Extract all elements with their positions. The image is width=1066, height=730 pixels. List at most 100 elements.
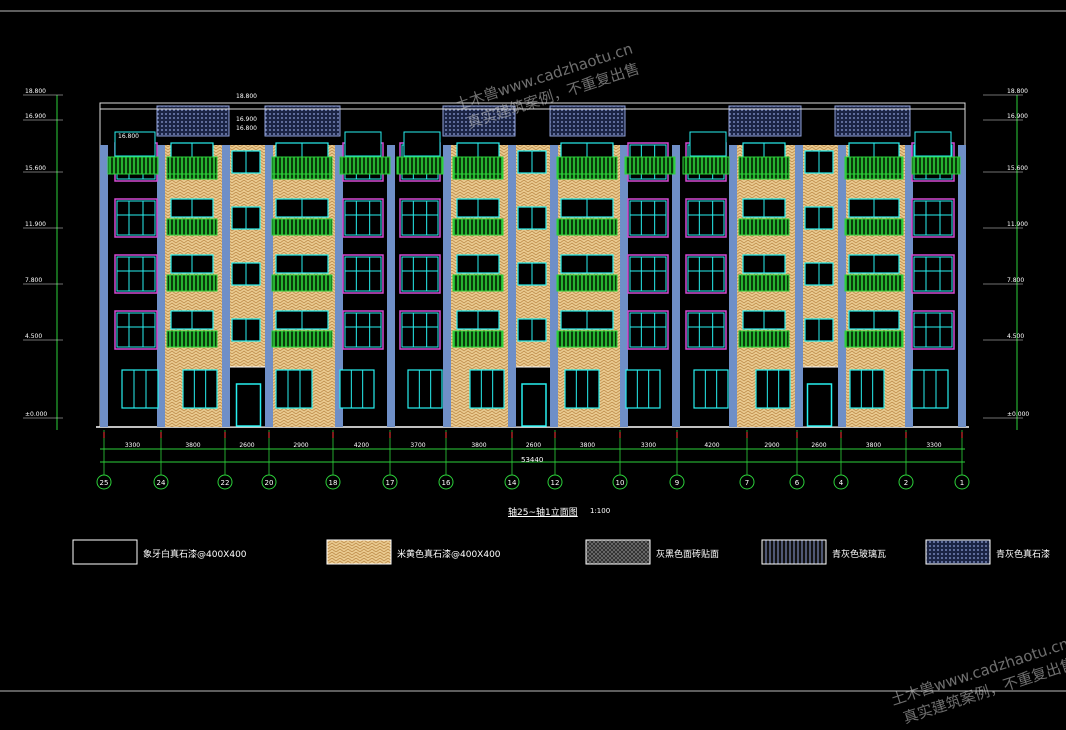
axis-label: 17	[386, 479, 395, 487]
wall-column	[443, 145, 451, 427]
axis-bubble	[547, 474, 563, 490]
balcony-railing	[911, 156, 961, 175]
axis-label: 18	[329, 479, 338, 487]
axis-bubble	[261, 474, 277, 490]
balcony-railing	[624, 156, 676, 175]
drawing-caption: 轴25~轴1立面图	[508, 508, 578, 518]
legend-label: 灰黑色面砖贴面	[656, 548, 719, 560]
top-window	[403, 131, 441, 157]
balcony-railing	[738, 274, 790, 292]
window-glass	[913, 256, 953, 292]
window-glass	[629, 312, 667, 348]
roof-elevation: 18.800	[236, 93, 257, 100]
window-glass	[344, 200, 382, 236]
span-dimension: 3800	[866, 442, 881, 449]
wall-column	[905, 145, 913, 427]
balcony-railing	[844, 156, 904, 175]
balcony-railing	[166, 330, 218, 348]
entrance-door	[228, 366, 269, 428]
axis-label: 7	[745, 479, 749, 487]
window-glass	[401, 256, 439, 292]
window-frame	[342, 198, 384, 238]
window-frame	[911, 310, 955, 350]
window-glass	[629, 200, 667, 236]
axis-bubble	[833, 474, 849, 490]
span-dimension: 3300	[125, 442, 140, 449]
roof-tile-block	[264, 105, 341, 137]
roof-tile-block	[442, 105, 516, 137]
axis-bubble	[438, 474, 454, 490]
entrance-door	[799, 366, 840, 428]
top-window	[344, 131, 382, 157]
roof-elevation: 16.800	[236, 125, 257, 132]
roof-tile-block	[834, 105, 911, 137]
ground-window	[755, 369, 791, 409]
axis-bubble	[789, 474, 805, 490]
axis-bubble	[898, 474, 914, 490]
elevation-value: 11.900	[1007, 221, 1028, 228]
window-glass	[687, 200, 725, 236]
roof-tile-block	[728, 105, 802, 137]
elevation-value: 4.500	[1007, 333, 1024, 340]
balcony-railing	[271, 330, 333, 348]
ground-window	[121, 369, 159, 409]
legend-swatch	[585, 539, 651, 565]
balcony-railing	[556, 274, 618, 292]
window-glass	[116, 200, 156, 236]
span-dimension: 2600	[811, 442, 826, 449]
balcony-railing	[452, 330, 504, 348]
axis-bubble	[382, 474, 398, 490]
entrance-door	[513, 366, 555, 428]
span-dimension: 4200	[704, 442, 719, 449]
span-dimension: 3300	[926, 442, 941, 449]
ground-window	[911, 369, 949, 409]
wall-column	[157, 145, 165, 427]
axis-label: 25	[100, 479, 109, 487]
wall-column	[508, 145, 516, 427]
elevation-value: 16.900	[25, 113, 46, 120]
balcony-railing	[396, 156, 444, 175]
wall-column	[729, 145, 737, 427]
ground-window	[182, 369, 218, 409]
legend-label: 象牙白真石漆@400X400	[143, 548, 247, 560]
legend-swatch	[925, 539, 991, 565]
window-glass	[344, 312, 382, 348]
elevation-value: ±0.000	[25, 411, 47, 418]
axis-bubble	[739, 474, 755, 490]
balcony-railing	[452, 274, 504, 292]
elevation-value: ±0.000	[1007, 411, 1029, 418]
wall-column	[222, 145, 230, 427]
window-frame	[399, 254, 441, 294]
ground-window	[339, 369, 375, 409]
wall-column	[838, 145, 846, 427]
window-glass	[116, 256, 156, 292]
axis-label: 4	[839, 479, 844, 487]
span-dimension: 3700	[410, 442, 425, 449]
balcony-railing	[738, 156, 790, 175]
axis-label: 24	[157, 479, 166, 487]
axis-bubble	[669, 474, 685, 490]
axis-label: 6	[795, 479, 800, 487]
window-glass	[913, 200, 953, 236]
window-glass	[344, 256, 382, 292]
window-frame	[342, 254, 384, 294]
balcony-railing	[844, 218, 904, 236]
total-dimension: 53440	[521, 456, 544, 464]
wall-column	[672, 145, 680, 427]
axis-bubble	[96, 474, 112, 490]
wall-column	[795, 145, 803, 427]
axis-bubble	[153, 474, 169, 490]
balcony-railing	[738, 330, 790, 348]
elevation-value: 7.800	[1007, 277, 1024, 284]
elevation-value: 11.900	[25, 221, 46, 228]
balcony-railing	[166, 218, 218, 236]
balcony-railing	[556, 330, 618, 348]
window-frame	[114, 254, 158, 294]
ground-window	[693, 369, 729, 409]
roof-tile-block	[549, 105, 626, 137]
balcony-railing	[166, 274, 218, 292]
window-frame	[627, 198, 669, 238]
axis-bubble	[504, 474, 520, 490]
